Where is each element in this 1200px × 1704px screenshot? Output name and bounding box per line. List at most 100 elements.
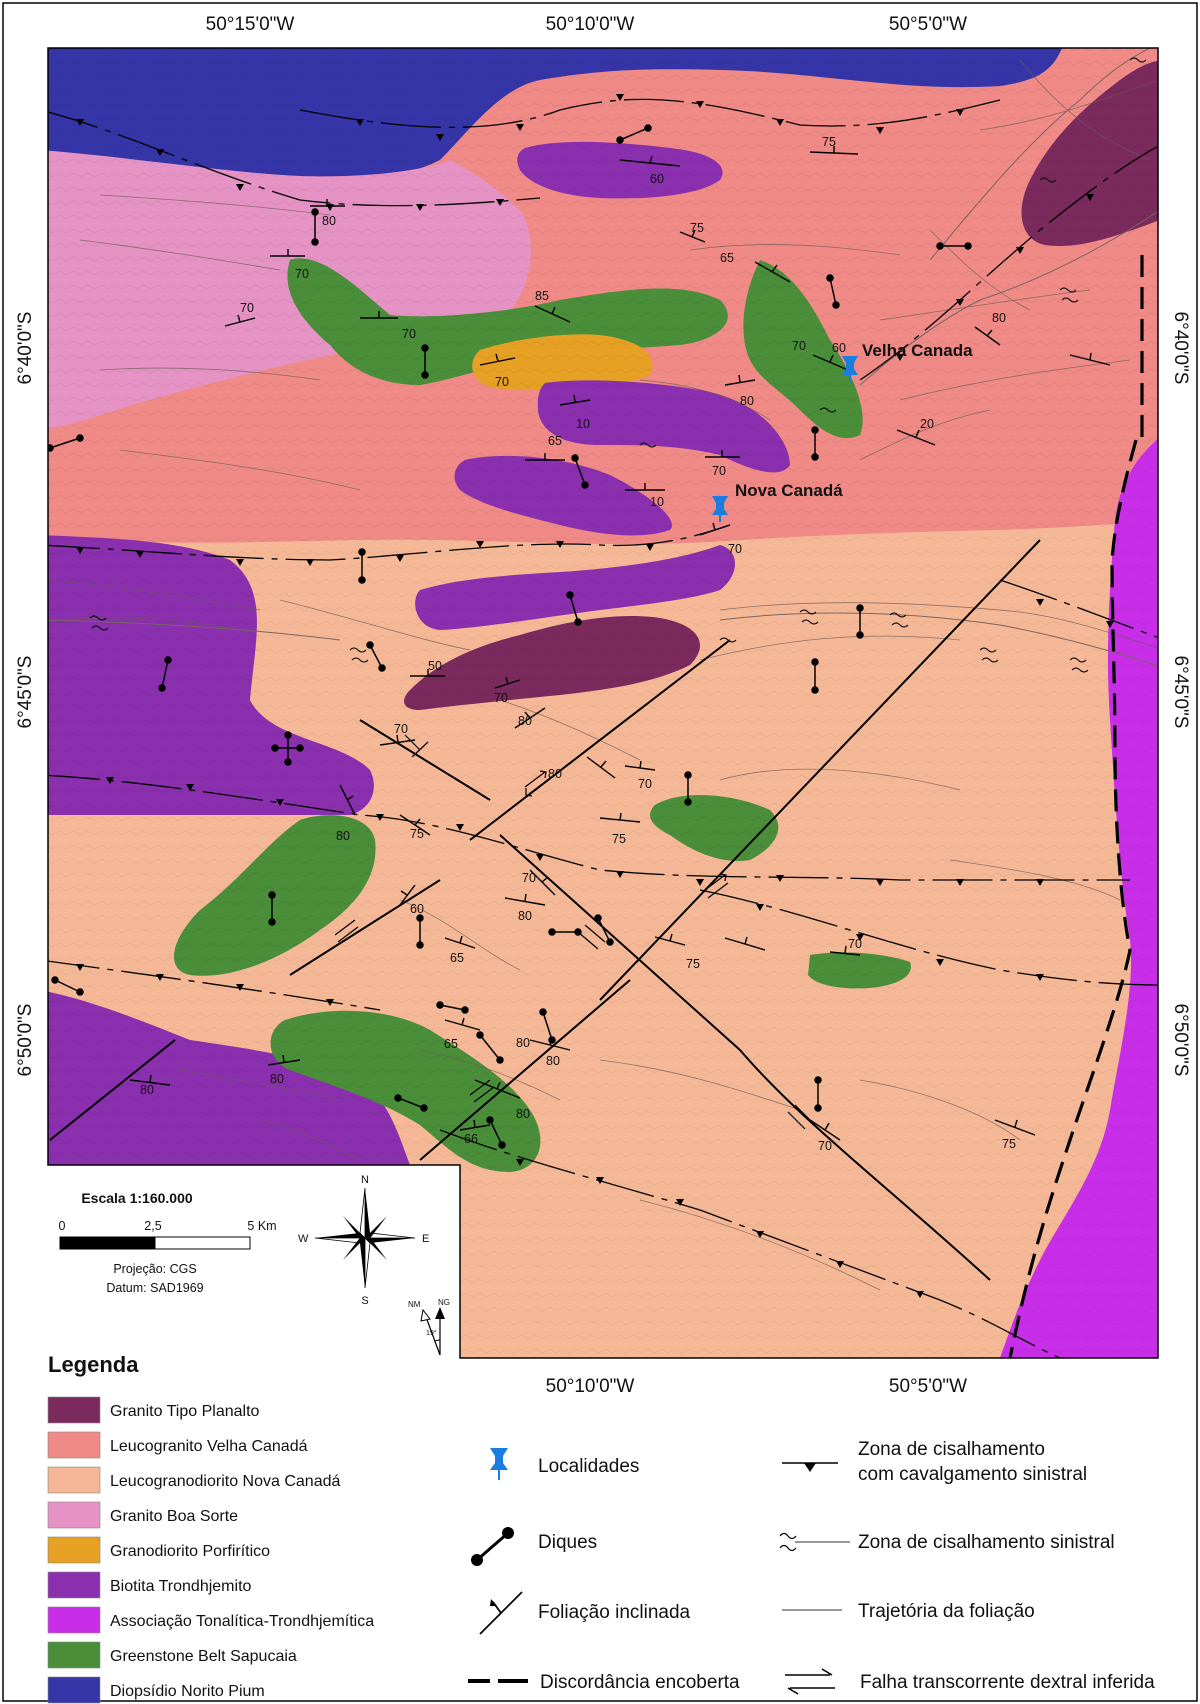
coord-top-3: 50°5'0"W [889, 14, 967, 35]
dextral-arrows [334, 734, 813, 1130]
measurement-36: 65 [444, 1037, 458, 1051]
scale-tick-1: 2,5 [144, 1219, 161, 1233]
legend-foliacao: Foliação inclinada [538, 1602, 691, 1623]
measurement-25: 70 [638, 777, 652, 791]
legend-units: Granito Tipo Planalto Leucogranito Velha… [47, 1396, 374, 1704]
legend-trajetoria: Trajetória da foliação [858, 1601, 1035, 1622]
measurement-37: 80 [516, 1107, 530, 1121]
legend-swatch-8 [47, 1676, 101, 1704]
measurement-5: 65 [720, 251, 734, 265]
measurement-0: 75 [822, 135, 836, 149]
declination-angle: 19° [426, 1329, 437, 1337]
measurement-34: 70 [848, 937, 862, 951]
measurement-29: 70 [522, 871, 536, 885]
legend-zona-cav-2: com cavalgamento sinistral [858, 1464, 1087, 1485]
measurement-27: 75 [612, 832, 626, 846]
map-frame [47, 47, 1159, 1359]
measurement-15: 70 [495, 375, 509, 389]
measurement-11: 70 [402, 327, 416, 341]
legend-swatch-0 [47, 1396, 101, 1424]
declination-nm: NM [408, 1300, 421, 1309]
measurement-30: 80 [518, 909, 532, 923]
legend-localidades: Localidades [538, 1456, 639, 1477]
scale-datum: Datum: SAD1969 [106, 1281, 203, 1295]
measurement-2: 80 [322, 214, 336, 228]
locality-velha-canada-pin[interactable] [842, 356, 858, 382]
measurement-32: 65 [450, 951, 464, 965]
dextral-fault-icon [785, 1668, 835, 1695]
measurement-28: 80 [336, 829, 350, 843]
measurement-35: 80 [516, 1036, 530, 1050]
compass-s: S [361, 1295, 368, 1307]
coord-left-3: 6°50'0"S [15, 1004, 36, 1077]
legend-swatch-6 [47, 1606, 101, 1634]
legend-title: Legenda [48, 1352, 139, 1377]
legend-swatch-2 [47, 1466, 101, 1494]
measurement-3: 75 [690, 221, 704, 235]
measurement-9: 70 [792, 339, 806, 353]
coord-left-1: 6°40'0"S [15, 312, 36, 385]
measurement-33: 75 [686, 957, 700, 971]
locality-velha-canada-label: Velha Canada [862, 341, 973, 360]
legend-diques: Diques [538, 1532, 597, 1553]
dike-symbols [48, 124, 972, 1149]
scale-title: Escala 1:160.000 [81, 1190, 193, 1206]
scale-tick-2: 5 Km [247, 1219, 276, 1233]
legend-unit-label-3: Granito Boa Sorte [110, 1508, 238, 1525]
measurement-14: 20 [920, 417, 934, 431]
measurement-20: 50 [428, 659, 442, 673]
coord-left-2: 6°45'0"S [15, 656, 36, 729]
measurement-31: 60 [410, 902, 424, 916]
measurement-12: 10 [576, 417, 590, 431]
measurement-13: 80 [740, 394, 754, 408]
compass-w: W [298, 1233, 309, 1245]
measurement-42: 70 [818, 1139, 832, 1153]
declination-diagram: NM NG 19° [408, 1298, 450, 1356]
measurement-4: 70 [295, 267, 309, 281]
legend-swatch-5 [47, 1571, 101, 1599]
legend-unit-label-6: Associação Tonalítica-Trondhjemítica [110, 1613, 374, 1630]
scale-projection: Projeção: CGS [113, 1262, 196, 1276]
thrust-lines [48, 98, 1158, 1358]
scale-bar: Escala 1:160.000 0 2,5 5 Km Projeção: CG… [59, 1190, 277, 1295]
measurement-24: 80 [548, 767, 562, 781]
north-arrow-compass: N S E W [298, 1174, 429, 1307]
legend-symbols-col1: Localidades Diques Foliação inclinada Di… [468, 1448, 740, 1693]
legend-unit-label-5: Biotita Trondhjemito [110, 1578, 252, 1595]
legend-swatch-1 [47, 1431, 101, 1459]
legend-swatch-3 [47, 1501, 101, 1529]
measurement-21: 70 [494, 691, 508, 705]
coord-right-2: 6°45'0"S [1170, 656, 1191, 729]
locality-nova-canada-pin[interactable] [712, 496, 728, 522]
foliation-icon [479, 1591, 523, 1635]
measurement-38: 66 [464, 1132, 478, 1146]
measurement-26: 75 [410, 827, 424, 841]
measurement-43: 75 [1002, 1137, 1016, 1151]
strike-slip-faults [49, 539, 1041, 1281]
coord-right-3: 6°50'0"S [1170, 1004, 1191, 1077]
sinistral-markers [89, 57, 1147, 673]
measurement-10: 80 [992, 311, 1006, 325]
measurement-6: 70 [240, 301, 254, 315]
legend-falha: Falha transcorrente dextral inferida [860, 1672, 1155, 1693]
legend-swatch-4 [47, 1536, 101, 1564]
map-body [48, 48, 1158, 1358]
coord-right-1: 6°40'0"S [1170, 312, 1191, 385]
compass-e: E [422, 1233, 429, 1245]
measurement-39: 80 [270, 1072, 284, 1086]
measurement-23: 70 [394, 722, 408, 736]
declination-ng: NG [438, 1298, 450, 1307]
measurement-18: 10 [650, 495, 664, 509]
foliation-symbols [129, 146, 1111, 1141]
legend-unit-label-8: Diopsídio Norito Pium [110, 1683, 265, 1700]
legend-unit-label-0: Granito Tipo Planalto [110, 1403, 260, 1420]
locality-nova-canada-label: Nova Canadá [735, 481, 843, 500]
measurement-17: 70 [712, 464, 726, 478]
legend-swatch-7 [47, 1641, 101, 1669]
legend-unit-label-2: Leucogranodiorito Nova Canadá [110, 1473, 340, 1490]
measurement-22: 80 [518, 714, 532, 728]
discordance-lines [1008, 255, 1144, 1358]
